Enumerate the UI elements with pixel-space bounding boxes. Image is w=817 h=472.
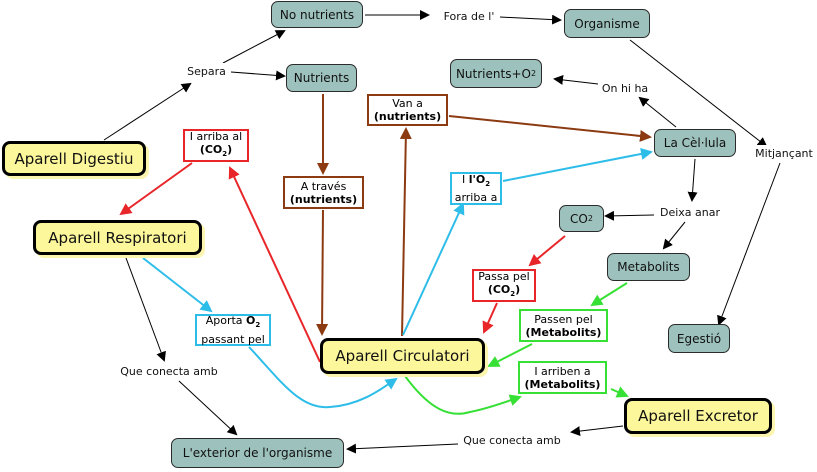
edge-vana-cellula xyxy=(448,115,652,142)
passen-pel-line1: Passen pel xyxy=(534,312,593,326)
edge-arribaal-respiratori xyxy=(119,162,193,216)
edge-mitjancant-egestio xyxy=(717,162,781,326)
edge-passapel-circulatori xyxy=(482,302,498,334)
node-aparell-respiratori[interactable]: Aparell Respiratori xyxy=(33,220,202,255)
edge-deixa-co2 xyxy=(604,210,655,221)
passa-pel-line1: Passa pel xyxy=(478,269,530,283)
edge-queconecta-exterior-2 xyxy=(346,443,459,454)
edge-o2arriba-cellula xyxy=(502,148,653,182)
edge-aporta-circulatori xyxy=(248,346,398,409)
edge-co2-passapel xyxy=(528,235,566,267)
node-aparell-circulatori[interactable]: Aparell Circulatori xyxy=(320,338,485,374)
node-metabolits[interactable]: Metabolits xyxy=(607,253,690,281)
edge-respiratori-aporta xyxy=(142,257,213,313)
link-passa-pel-co2[interactable]: Passa pel (CO2) xyxy=(472,269,536,302)
edge-queconecta-exterior xyxy=(178,380,238,436)
aporta-line2: passant pel xyxy=(201,332,265,346)
van-a-line2: (nutrients) xyxy=(373,110,442,123)
co2-label: CO xyxy=(570,211,588,226)
o2-arriba-line2: arriba a xyxy=(454,191,498,205)
nutrients-o2-label: Nutrients+O xyxy=(455,66,531,81)
edge-separa-no-nutrients xyxy=(222,30,286,64)
edge-circulatori-o2arriba xyxy=(402,202,465,336)
edge-arriben-excretor xyxy=(610,386,629,398)
node-no-nutrients[interactable]: No nutrients xyxy=(271,1,363,28)
edge-onhiha-nutrients-o2 xyxy=(553,74,599,85)
link-i-arriben-a-metabolits[interactable]: I arriben a (Metabolits) xyxy=(518,361,607,394)
link-passen-pel-metabolits[interactable]: Passen pel (Metabolits) xyxy=(519,309,608,342)
link-aporta-o2-passant-pel[interactable]: Aporta O2 passant pel xyxy=(195,314,271,346)
link-que-conecta-amb-respiratori[interactable]: Que conecta amb xyxy=(114,363,224,379)
arriben-a-line2: (Metabolits) xyxy=(524,377,601,391)
edge-circulatori-arriben xyxy=(404,375,522,415)
nutrients-o2-subscript: 2 xyxy=(530,69,537,78)
edge-metabolits-passen xyxy=(590,282,628,307)
node-aparell-digestiu[interactable]: Aparell Digestiu xyxy=(2,141,146,176)
link-que-conecta-amb-excretor[interactable]: Que conecta amb xyxy=(458,432,566,448)
edge-fora-organisme xyxy=(499,14,562,25)
link-fora-de-l[interactable]: Fora de l' xyxy=(440,8,498,24)
node-la-cellula[interactable]: La Cèl·lula xyxy=(654,129,736,157)
edge-circulatori-vana xyxy=(399,127,412,337)
passa-pel-line2: (CO2) xyxy=(487,282,521,299)
arriba-al-line2: (CO2) xyxy=(199,142,233,159)
arriben-a-line1: I arriben a xyxy=(534,364,591,378)
link-on-hi-ha[interactable]: On hi ha xyxy=(600,80,650,96)
node-egestio[interactable]: Egestió xyxy=(668,324,730,353)
edge-atraves-circulatori xyxy=(316,209,329,336)
arriba-al-line1: I arriba al xyxy=(189,129,243,143)
a-traves-line2: (nutrients) xyxy=(289,192,358,206)
edge-cellula-deixa xyxy=(687,158,698,202)
link-i-lo2-arriba-a[interactable]: I l'O2 arriba a xyxy=(450,172,502,205)
link-a-traves-nutrients[interactable]: A través (nutrients) xyxy=(283,176,364,209)
edge-passen-circulatori xyxy=(487,343,533,367)
link-mitjancant[interactable]: Mitjançant xyxy=(751,145,817,161)
edge-respiratori-queconecta xyxy=(125,257,166,362)
aporta-line1: Aporta O2 xyxy=(205,314,261,330)
edge-organisme-mitjancant xyxy=(629,39,768,148)
link-separa[interactable]: Separa xyxy=(184,63,229,79)
o2-arriba-line1: I l'O2 xyxy=(461,172,491,189)
edge-deixa-metabolits xyxy=(662,221,686,250)
a-traves-line1: A través xyxy=(300,179,347,193)
link-i-arriba-al-co2[interactable]: I arriba al (CO2) xyxy=(183,129,249,162)
edge-circulatori-arribaal xyxy=(228,166,321,363)
node-exterior-organisme[interactable]: L'exterior de l'organisme xyxy=(171,438,344,468)
passen-pel-line2: (Metabolits) xyxy=(525,325,602,339)
edge-cellula-onhiha xyxy=(638,96,677,128)
node-organisme[interactable]: Organisme xyxy=(564,9,650,38)
edge-separa-nutrients xyxy=(230,70,286,81)
edge-digestiu-separa xyxy=(103,82,192,141)
node-aparell-excretor[interactable]: Aparell Excretor xyxy=(624,398,772,434)
link-van-a-nutrients[interactable]: Van a (nutrients) xyxy=(367,94,448,126)
co2-subscript: 2 xyxy=(587,214,593,223)
van-a-line1: Van a xyxy=(392,97,423,110)
node-nutrients[interactable]: Nutrients xyxy=(286,64,357,92)
link-deixa-anar[interactable]: Deixa anar xyxy=(656,204,724,220)
edge-excretor-queconecta xyxy=(570,425,624,437)
